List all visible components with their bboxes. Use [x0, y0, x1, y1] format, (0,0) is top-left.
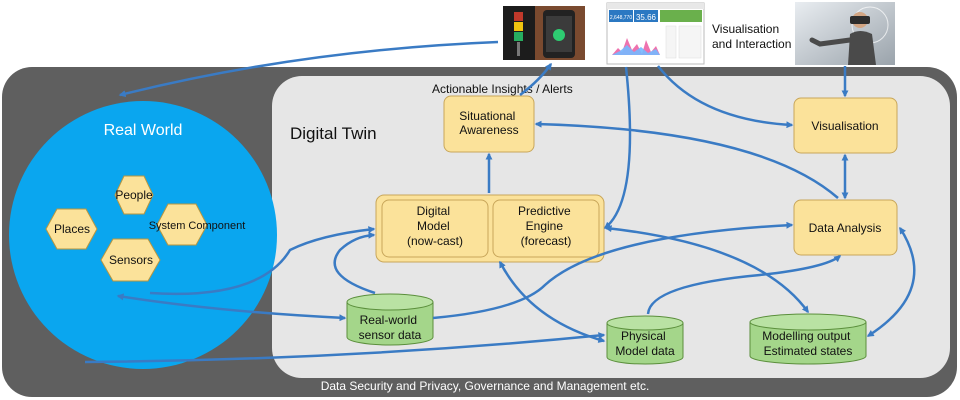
arrow-alerts-to-real-world [118, 40, 499, 98]
situational-awareness-label: Situational Awareness [459, 109, 518, 137]
real-world-title: Real World [104, 122, 183, 139]
visualisation-label: Visualisation [811, 119, 878, 133]
dashboard-value-2: 35.66 [636, 13, 657, 22]
hexagon-system-component: System Component [149, 203, 246, 246]
arrow-real-world-to-physical-model [84, 332, 606, 364]
dashboard-screenshot-icon: 2,648,770 35.66 [606, 2, 705, 65]
smartphone-icon [535, 6, 585, 60]
hexagon-sensors-label: Sensors [109, 253, 153, 267]
digital-twin-title: Digital Twin [290, 124, 377, 143]
visualisation-box [793, 97, 898, 154]
arrow-dashboard-to-visualisation [657, 65, 794, 129]
arrow-data-analysis-to-situational [534, 120, 839, 199]
arrow-dashboard-to-situational [603, 66, 632, 229]
hexagon-places: Places [45, 208, 98, 250]
physical-model-store: Physical Model data [606, 315, 684, 365]
modelling-output-label: Modelling output Estimated states [762, 329, 853, 358]
hexagon-sensors: Sensors [100, 238, 161, 282]
hexagon-people: People [114, 175, 154, 215]
vis-interaction-label: Visualisation and Interaction [712, 22, 791, 51]
digital-model-box [381, 199, 489, 258]
arrow-analysis-modelling-output [866, 226, 916, 338]
hexagon-places-label: Places [54, 222, 90, 236]
hexagon-people-label: People [115, 188, 153, 202]
sensor-data-store: Real-world sensor data [346, 293, 434, 346]
situational-awareness-box [443, 95, 535, 153]
arrow-engine-to-modelling-output [604, 225, 810, 314]
arrow-sensor-data-to-model [333, 231, 376, 295]
modelling-output-store: Modelling output Estimated states [749, 313, 867, 365]
dashboard-value-1: 2,648,770 [610, 15, 632, 21]
hexagon-system-component-label: System Component [149, 220, 246, 232]
arrow-sensors-to-model [149, 226, 376, 296]
arrow-sensor-data-real-world [116, 293, 347, 322]
digital-model-label: Digital Model (now-cast) [407, 204, 463, 248]
actionable-insights-label: Actionable Insights / Alerts [432, 82, 573, 96]
physical-model-label: Physical Model data [615, 329, 675, 358]
arrow-situational-to-phone [519, 62, 553, 96]
footer-label: Data Security and Privacy, Governance an… [321, 379, 650, 393]
arrows [84, 40, 916, 364]
data-analysis-label: Data Analysis [809, 221, 882, 235]
vr-headset-person-icon [795, 2, 895, 65]
predictive-engine-box [492, 199, 600, 258]
sensor-data-label: Real-world sensor data [359, 313, 422, 342]
stack-light-icon [503, 6, 535, 60]
predictive-engine-label: Predictive Engine (forecast) [518, 204, 574, 248]
